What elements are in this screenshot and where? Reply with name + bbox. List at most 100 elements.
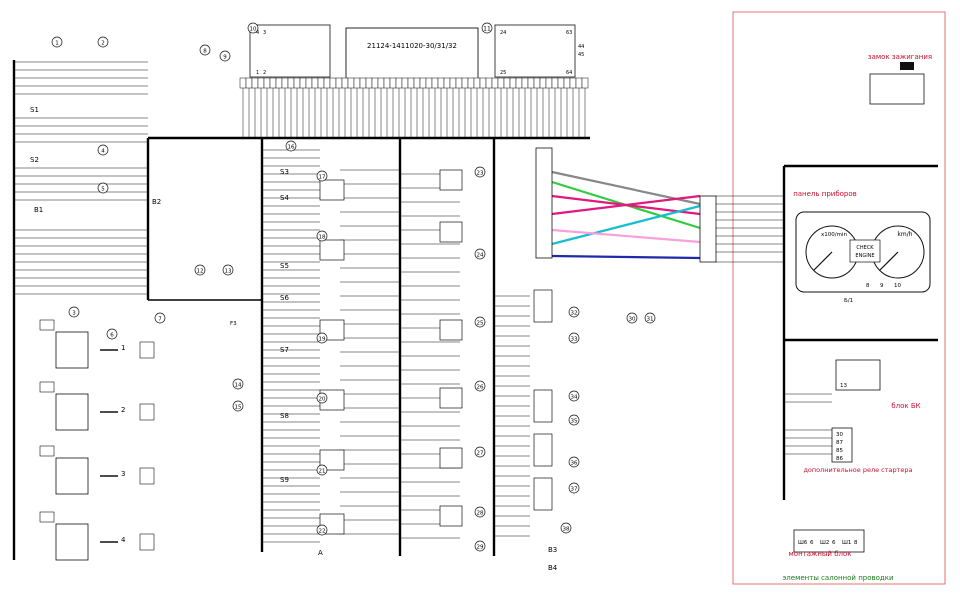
component-ref-circle (51, 36, 63, 48)
ecu-pin-24: 24 (500, 30, 506, 36)
component-ref-number: 15 (235, 404, 242, 410)
caption-cabin-wiring: элементы салонной проводки (782, 574, 893, 582)
diag-connector-left (535, 147, 553, 259)
sensor-box (319, 179, 345, 201)
splice-s5: S5 (280, 262, 289, 270)
component-ref-circle (474, 166, 486, 178)
coil-connector (39, 381, 55, 393)
ecu-pin-64: 64 (566, 70, 572, 76)
ecu-pin-1: 1 (256, 70, 259, 76)
coil-box (55, 331, 89, 369)
component-ref-number: 32 (571, 310, 578, 316)
ecu-pin-4: 4 (256, 30, 259, 36)
mount-pin-sh1: Ш1 (842, 540, 851, 546)
ecu-pin-cell (533, 77, 541, 89)
mount-pin-8: 8 (854, 540, 858, 546)
check-engine-line1: CHECK (856, 245, 874, 251)
ecu-pin-cell (395, 77, 403, 89)
component-ref-number: 36 (571, 460, 578, 466)
arrow-a-label: A (318, 549, 323, 557)
rpm-unit: x100/min (821, 232, 847, 238)
component-ref-circle (474, 248, 486, 260)
relay-box (533, 389, 553, 423)
ground-b4: B4 (548, 564, 558, 572)
ground-b3: B3 (548, 546, 557, 554)
ecu-pin-cell (449, 77, 457, 89)
component-ref-circle (568, 414, 580, 426)
check-engine-line2: ENGINE (855, 253, 874, 259)
component-ref-number: 9 (223, 54, 227, 60)
relay-pin-85: 85 (836, 448, 843, 454)
sensor-box (439, 319, 463, 341)
ecu-pin-cell (521, 77, 529, 89)
ecu-ref-circle (481, 22, 493, 34)
relay-box (533, 433, 553, 467)
component-ref-circle (568, 332, 580, 344)
sensor-box (439, 447, 463, 469)
splice-s2: S2 (30, 156, 39, 164)
component-ref-circle (106, 328, 118, 340)
component-ref-number: 13 (225, 268, 232, 274)
wire-pink (551, 228, 701, 244)
component-ref-circle (474, 380, 486, 392)
speed-unit: km/h (897, 231, 912, 238)
component-ref-number: 16 (288, 144, 295, 150)
ecu-pin-cell (251, 77, 259, 89)
tachometer-needle (813, 251, 833, 271)
key-icon (900, 62, 914, 70)
relay-pin-30: 30 (836, 432, 843, 438)
ecu-part-number: 21124-1411020-30/31/32 (367, 42, 457, 50)
ecu-pin-cell (287, 77, 295, 89)
caption-bk-block: блок БК (891, 402, 920, 410)
sensor-box (439, 387, 463, 409)
sensor-box (439, 505, 463, 527)
component-ref-number: 38 (563, 526, 570, 532)
caption-ignition-lock: замок зажигания (868, 53, 932, 61)
ecu-pin-cell (383, 77, 391, 89)
ecu-pin-cell (431, 77, 439, 89)
splice-s7: S7 (280, 346, 289, 354)
ecu-pin-cell (299, 77, 307, 89)
component-ref-circle (222, 264, 234, 276)
check-engine-lamp (849, 239, 881, 263)
ecu-pin-cell (389, 77, 397, 89)
component-ref-number: 14 (235, 382, 242, 388)
ecu-pin-cell (305, 77, 313, 89)
component-ref-number: 28 (477, 510, 484, 516)
component-ref-circle (568, 482, 580, 494)
ecu-pin-cell (329, 77, 337, 89)
relay-pin-87: 87 (836, 440, 843, 446)
ecu-pin-3: 3 (263, 30, 266, 36)
component-ref-number: 22 (319, 528, 326, 534)
component-ref-circle (316, 332, 328, 344)
coil-connector (39, 511, 55, 523)
component-ref-circle (232, 400, 244, 412)
splice-s4: S4 (280, 194, 289, 202)
ecu-pin-cell (569, 77, 577, 89)
coil-label-4: 4 (121, 536, 126, 544)
component-ref-number: 10 (250, 26, 257, 32)
ecu-pin-cell (263, 77, 271, 89)
cluster-outline (795, 211, 931, 293)
ecu-pin-cell (467, 77, 475, 89)
ecu-pin-cell (527, 77, 535, 89)
bk-pin-13: 13 (840, 383, 847, 389)
component-ref-number: 31 (647, 316, 654, 322)
component-ref-circle (194, 264, 206, 276)
component-ref-circle (474, 446, 486, 458)
component-ref-number: 25 (477, 320, 484, 326)
colored-wires (551, 170, 701, 260)
ecu-pin-cell (341, 77, 349, 89)
component-ref-number: 35 (571, 418, 578, 424)
component-ref-circle (97, 144, 109, 156)
ecu-pin-cell (461, 77, 469, 89)
mount-pin-sh6: Ш6 (798, 540, 808, 546)
component-ref-number: 7 (158, 316, 162, 322)
injector-connector (139, 533, 155, 551)
component-ref-number: 12 (197, 268, 204, 274)
ecu-pin-cell (491, 77, 499, 89)
coil-label-3: 3 (121, 470, 125, 478)
ecu-pin-cell (545, 77, 553, 89)
component-ref-number: 6 (110, 332, 114, 338)
component-ref-circle (474, 316, 486, 328)
